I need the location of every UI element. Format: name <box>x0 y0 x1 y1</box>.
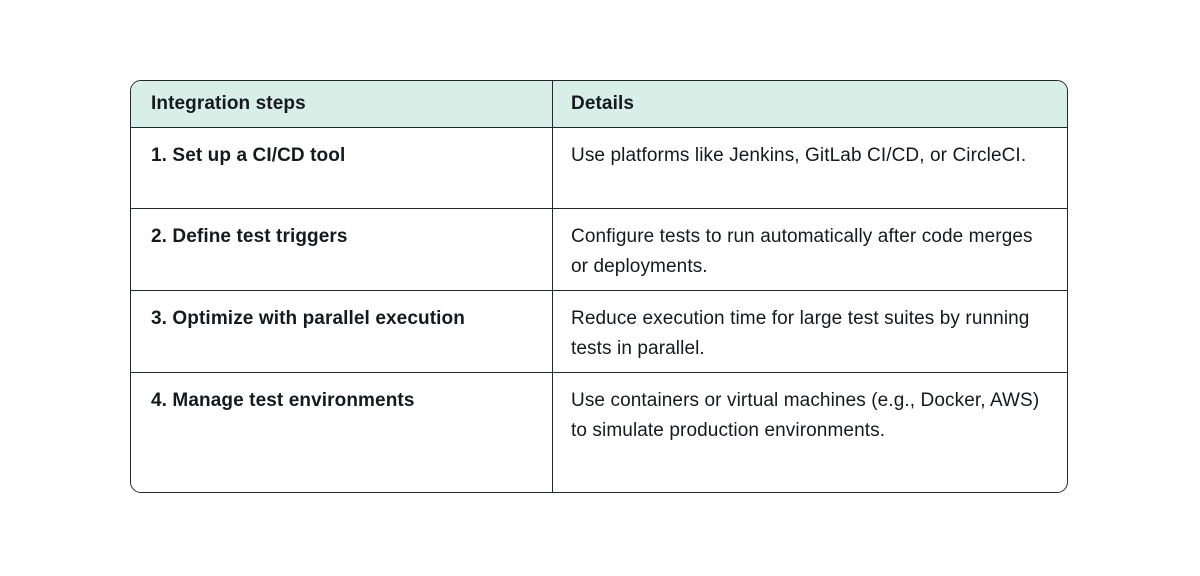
step-cell: 3. Optimize with parallel execution <box>151 308 465 329</box>
step-cell: 1. Set up a CI/CD tool <box>151 145 346 166</box>
table-row: 3. Optimize with parallel execution Redu… <box>131 291 1067 377</box>
details-cell: Reduce execution time for large test sui… <box>552 291 1067 377</box>
header-cell-integration-steps: Integration steps <box>151 93 306 114</box>
table-row: 1. Set up a CI/CD tool Use platforms lik… <box>131 128 1067 209</box>
step-cell: 2. Define test triggers <box>151 226 348 247</box>
details-cell: Use platforms like Jenkins, GitLab CI/CD… <box>552 128 1067 208</box>
step-cell: 4. Manage test environments <box>151 390 415 411</box>
details-cell: Use containers or virtual machines (e.g.… <box>552 373 1067 492</box>
table-row: 4. Manage test environments Use containe… <box>131 373 1067 492</box>
details-cell: Configure tests to run automatically aft… <box>552 209 1067 295</box>
table-row: 2. Define test triggers Configure tests … <box>131 209 1067 295</box>
header-cell-details: Details <box>552 81 1067 127</box>
integration-steps-table: Integration steps Details 1. Set up a CI… <box>130 80 1068 493</box>
table-header-row: Integration steps Details <box>131 81 1067 128</box>
